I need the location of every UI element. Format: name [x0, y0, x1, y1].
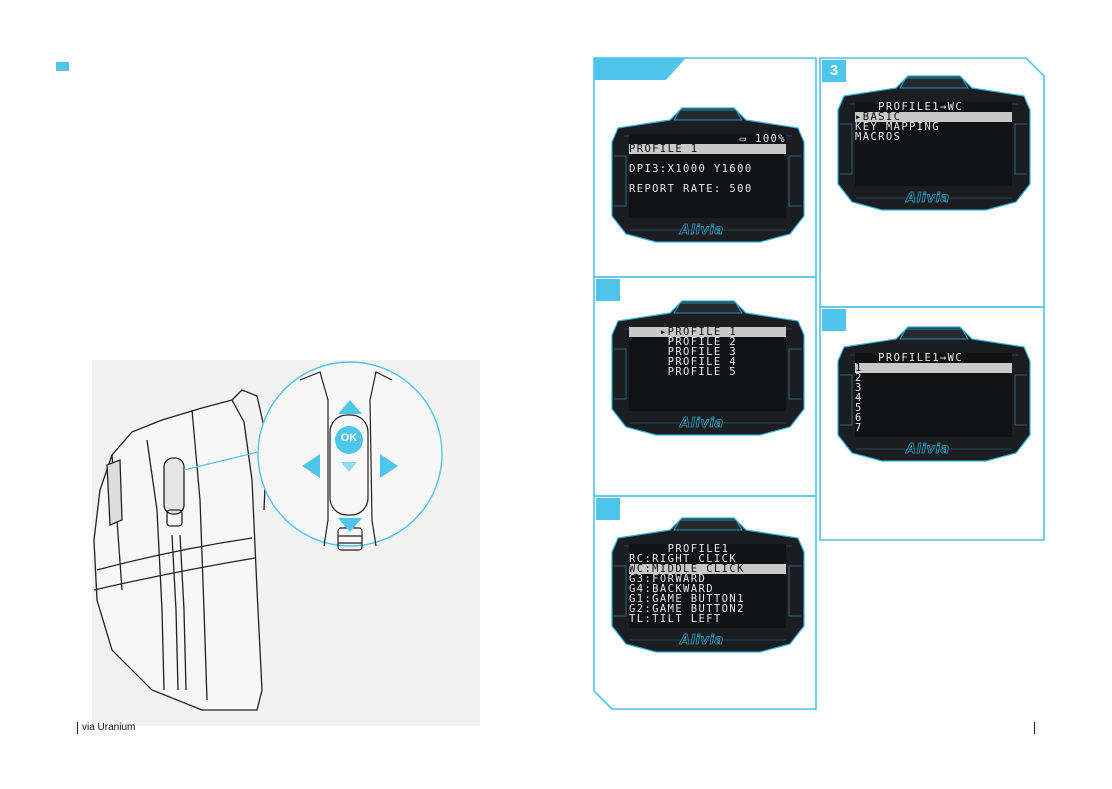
arrow-down-icon: [338, 518, 362, 532]
lcd-display: ▸PROFILE 1 PROFILE 2 PROFILE 3 PROFILE 4…: [610, 299, 805, 439]
lcd-row: TL:TILT LEFT: [629, 613, 722, 625]
step-badge: [596, 279, 620, 301]
ok-button-label: OK: [340, 432, 358, 444]
alivia-logo: Alivia: [906, 442, 950, 458]
lcd-row: MACROS: [855, 131, 902, 143]
mouse-illustration: OK: [92, 360, 480, 726]
lcd-row: REPORT RATE: 500: [629, 183, 753, 195]
lcd-row: PROFILE1→WC: [855, 353, 964, 364]
lcd-row: 7: [855, 422, 863, 434]
step-tab: [594, 58, 686, 80]
lcd-row: 5: [855, 402, 863, 414]
lcd-row-selected: WC:MIDDLE CLICK: [629, 564, 786, 574]
footer-divider: [77, 722, 78, 734]
section-marker: [56, 62, 69, 71]
lcd-row: 3: [855, 382, 863, 394]
lcd-row: DPI3:X1000 Y1600: [629, 163, 753, 175]
lcd-row: KEY MAPPING: [855, 121, 940, 133]
step-badge: 3: [822, 60, 846, 82]
lcd-row: PROFILE 4: [629, 356, 738, 368]
lcd-row: PROFILE1→WC: [855, 102, 964, 113]
lcd-row: PROFILE 2: [629, 336, 738, 348]
lcd-row: 6: [855, 412, 863, 424]
arrow-left-icon: [302, 454, 320, 478]
lcd-row: G3:FORWARD: [629, 573, 707, 585]
step-badge: [596, 498, 620, 520]
lcd-row-selected: ▸PROFILE 1: [629, 327, 786, 337]
arrow-right-icon: [380, 454, 398, 478]
lcd-screen: ▸PROFILE 1 PROFILE 2 PROFILE 3 PROFILE 4…: [629, 327, 786, 411]
lcd-row: PROFILE 3: [629, 346, 738, 358]
lcd-row: G2:GAME BUTTON2: [629, 603, 745, 615]
lcd-row: RC:RIGHT CLICK: [629, 553, 738, 565]
lcd-row-selected: ▸BASIC: [855, 112, 1012, 122]
alivia-logo: Alivia: [680, 416, 724, 432]
battery-level: 100%: [755, 134, 786, 145]
footer-divider-right: [1034, 722, 1035, 734]
lcd-row: G1:GAME BUTTON1: [629, 593, 745, 605]
lcd-row-selected: 1: [855, 363, 1012, 373]
lcd-row: PROFILE1: [629, 544, 730, 555]
battery-icon: ▭: [739, 134, 756, 145]
battery-indicator: ▭ 100%: [629, 134, 786, 144]
step-badge: [822, 309, 846, 331]
arrow-up-icon: [338, 400, 362, 414]
lcd-row-selected: PROFILE 1: [629, 144, 786, 154]
lcd-row: PROFILE 5: [629, 366, 738, 378]
alivia-logo: Alivia: [906, 191, 950, 207]
lcd-row: 4: [855, 392, 863, 404]
alivia-logo: Alivia: [680, 223, 724, 239]
lcd-row: 2: [855, 372, 863, 384]
step-panel: ▸PROFILE 1 PROFILE 2 PROFILE 3 PROFILE 4…: [593, 276, 817, 497]
alivia-logo: Alivia: [680, 633, 724, 649]
lcd-row: G4:BACKWARD: [629, 583, 714, 595]
footer-brand: via Uranium: [82, 722, 136, 733]
